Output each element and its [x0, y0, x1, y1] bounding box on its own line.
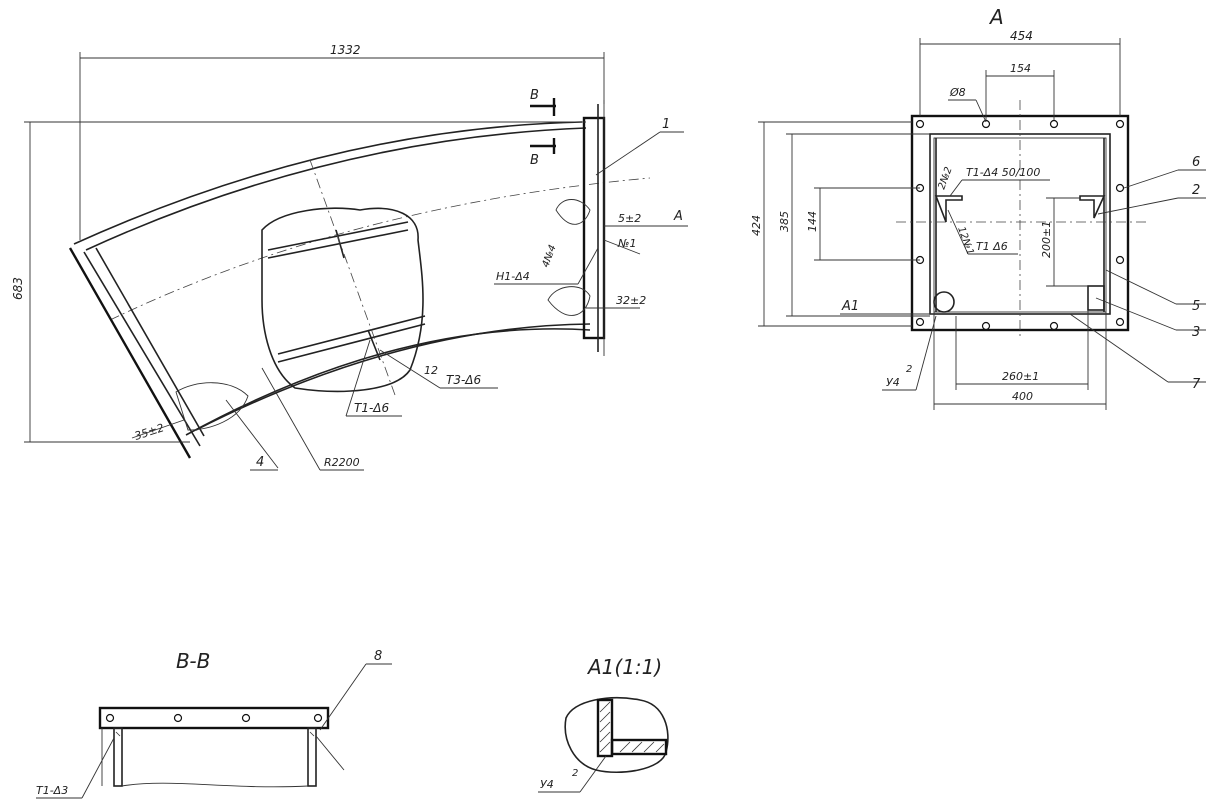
radius-label: R2200 — [324, 456, 360, 469]
weld-t1-d6: T1 Δ6 — [976, 240, 1008, 253]
weld-h1-label: H1-Δ4 — [496, 270, 530, 283]
part-5-label: 5 — [1192, 299, 1200, 314]
weld-h1-count: 4№4 — [540, 244, 558, 269]
main-view: 1332 683 B B A 5±2 №1 H1-Δ4 4№4 32±2 35±… — [11, 43, 688, 471]
weld-t1-label: T1-Δ6 — [354, 401, 390, 415]
weld-y4: У4 — [886, 376, 900, 389]
section-bb-title: B-B — [176, 649, 210, 673]
section-bb: B-B 8 T1-Δ3 — [36, 649, 392, 799]
view-mark-a: A — [673, 209, 683, 224]
dim-32: 32±2 — [616, 294, 646, 307]
part-6-label: 6 — [1192, 155, 1200, 170]
weld-12n1: 12№1 — [955, 225, 975, 256]
dim-385: 385 — [778, 211, 791, 232]
part-2-label: 2 — [1192, 183, 1200, 198]
part-1-label: 1 — [662, 117, 670, 132]
dim-flange-gap: 5±2 — [618, 212, 641, 225]
dim-200: 200±1 — [1040, 221, 1053, 258]
part-12-label: 12 — [424, 364, 438, 377]
detail-a1-weld: У4 — [540, 778, 554, 791]
weld-t1-450: T1-Δ4 50/100 — [966, 166, 1040, 179]
weld-n1-label: №1 — [617, 237, 636, 250]
dim-144: 144 — [806, 211, 819, 232]
dim-424: 424 — [750, 215, 763, 236]
view-a-title: A — [988, 5, 1004, 29]
section-bb-weld: T1-Δ3 — [36, 784, 68, 797]
part-7-label: 7 — [1192, 377, 1201, 392]
detail-a1: A1(1:1) У4 2 — [538, 655, 669, 793]
part-3-label: 3 — [1192, 325, 1200, 340]
section-mark-top: B — [530, 88, 539, 103]
hole-diameter: Ø8 — [949, 86, 966, 99]
detail-a1-title: A1(1:1) — [586, 655, 662, 679]
dim-154: 154 — [1010, 62, 1031, 75]
detail-ref-a1: A1 — [841, 299, 859, 314]
part-8-label: 8 — [374, 649, 382, 664]
detail-a1-weld-n: 2 — [572, 768, 578, 779]
dim-length-label: 1332 — [330, 43, 361, 57]
dim-400: 400 — [1012, 390, 1033, 403]
weld-t3-label: T3-Δ6 — [446, 373, 482, 387]
dim-height-label: 683 — [11, 277, 25, 300]
detail-hatching — [599, 701, 665, 753]
weld-2n2: 2№2 — [936, 166, 954, 191]
weld-y4-n: 2 — [906, 364, 912, 375]
dim-454: 454 — [1010, 29, 1033, 43]
dim-35: 35±2 — [133, 421, 166, 443]
section-mark-bottom: B — [530, 153, 539, 168]
part-4-label: 4 — [256, 455, 264, 470]
dim-260: 260±1 — [1002, 370, 1039, 383]
view-a: A 454 154 — [750, 5, 1206, 410]
